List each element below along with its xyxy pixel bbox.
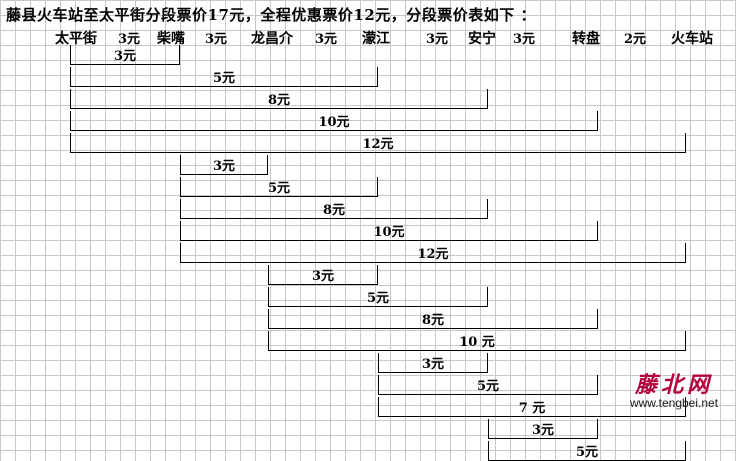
fare-bracket [180,199,488,219]
page-title: 藤县火车站至太平街分段票价17元，全程优惠票价12元，分段票价表如下 ： [6,6,536,24]
fare-label: 5元 [476,379,500,394]
fare-label: 5元 [575,445,599,460]
fare-bracket [268,287,488,307]
fare-row: 10 元 [268,331,686,351]
fare-label: 3元 [311,269,335,284]
fare-label: 8元 [421,313,445,328]
segment-price: 3元 [204,32,228,47]
fare-row: 5元 [180,177,378,197]
segment-price: 3元 [117,32,141,47]
fare-row: 5元 [378,375,598,395]
segment-price: 3元 [512,32,536,47]
fare-row: 10元 [180,221,598,241]
fare-bracket [180,155,268,175]
fare-label: 3元 [531,423,555,438]
fare-row: 3元 [180,155,268,175]
segment-price: 3元 [425,32,449,47]
fare-row: 5元 [488,441,686,461]
station-name: 太平街 [55,31,97,47]
fare-label: 8元 [322,203,346,218]
segment-price: 2元 [623,32,647,47]
fare-bracket [268,309,598,329]
fare-row: 5元 [268,287,488,307]
fare-label: 5元 [212,71,236,86]
fare-label: 3元 [212,159,236,174]
station-name: 转盘 [572,31,600,47]
segment-price: 3元 [314,32,338,47]
fare-row: 3元 [268,265,378,285]
fare-row: 8元 [70,89,488,109]
watermark: 藤北网 www.tengbei.net [614,374,734,410]
fare-label: 10 元 [459,335,495,350]
station-name: 火车站 [671,31,713,47]
fare-row: 3元 [488,419,598,439]
fare-bracket [70,133,686,153]
fare-label: 12元 [362,137,394,152]
fare-bracket [180,221,598,241]
fare-bracket [268,265,378,285]
fare-row: 8元 [268,309,598,329]
station-name: 濛江 [362,31,390,47]
watermark-url: www.tengbei.net [629,396,719,410]
fare-table: 3元 5元 8元 10元 12元 3元 5元 8元 10元 12元 3元 5元 8元 10 元 3元 5元 7 … [70,45,686,461]
fare-label: 5元 [366,291,390,306]
fare-bracket [378,353,488,373]
fare-label: 12元 [417,247,449,262]
fare-bracket [70,67,378,87]
fare-row: 10元 [70,111,598,131]
fare-bracket [268,331,686,351]
station-name: 柴嘴 [157,31,185,47]
fare-bracket [378,375,598,395]
station-name: 安宁 [468,31,496,47]
fare-label: 3元 [421,357,445,372]
watermark-logo: 藤北网 [634,372,713,398]
fare-bracket [180,243,686,263]
fare-label: 10元 [318,115,350,130]
fare-row: 3元 [70,45,180,65]
fare-label: 8元 [267,93,291,108]
fare-bracket [70,111,598,131]
fare-row: 5元 [70,67,378,87]
fare-bracket [70,45,180,65]
fare-label: 10元 [373,225,405,240]
fare-bracket [180,177,378,197]
fare-row: 12元 [180,243,686,263]
fare-row: 8元 [180,199,488,219]
fare-label: 7 元 [518,401,546,416]
station-name: 龙昌介 [251,31,293,47]
fare-bracket [70,89,488,109]
fare-label: 5元 [267,181,291,196]
fare-row: 3元 [378,353,488,373]
station-header-row: 太平街 3元 柴嘴 3元 龙昌介 3元 濛江 3元 安宁 3元 转盘 2元 火车… [0,28,736,48]
fare-label: 3元 [113,49,137,64]
fare-row: 12元 [70,133,686,153]
